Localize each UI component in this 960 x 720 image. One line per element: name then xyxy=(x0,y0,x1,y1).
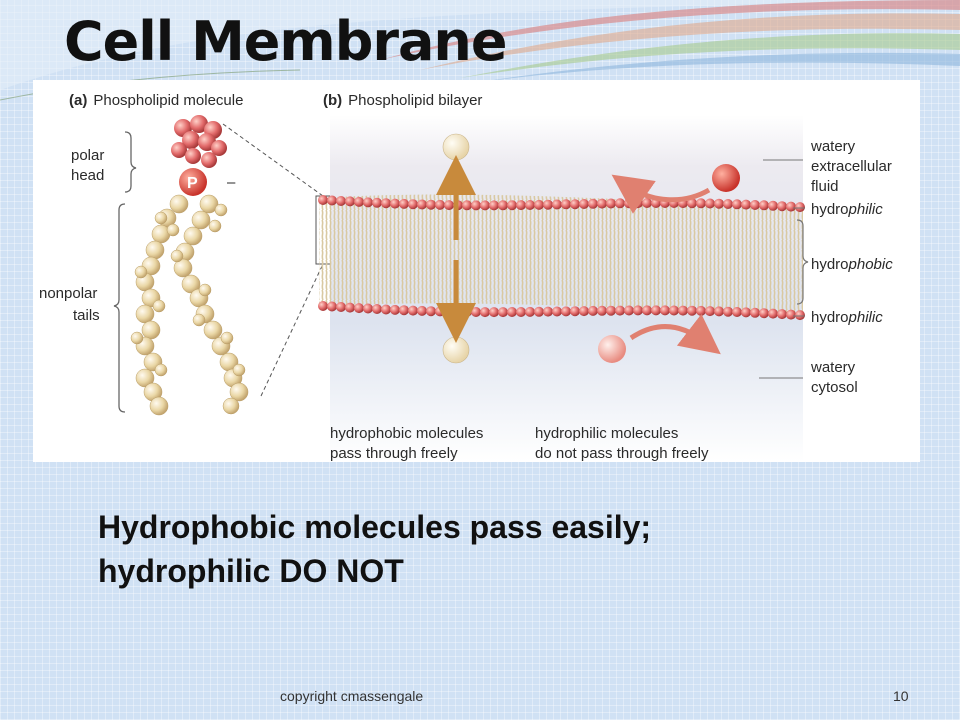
svg-text:P: P xyxy=(187,175,198,192)
svg-text:hydrophilic molecules: hydrophilic molecules xyxy=(535,425,678,442)
hydrophilic-molecule-bottom xyxy=(598,335,626,363)
svg-text:hydrophilic: hydrophilic xyxy=(811,309,883,326)
panel-a-heading: (a)Phospholipid molecule xyxy=(69,92,243,109)
phospholipid-figure: (a)Phospholipid molecule (b)Phospholipid… xyxy=(33,80,920,462)
svg-text:nonpolar: nonpolar xyxy=(39,285,97,302)
caption-hydrophilic: hydrophilic molecules do not pass throug… xyxy=(535,425,709,462)
phospholipid-head-cluster xyxy=(171,115,227,168)
phosphate-group: P xyxy=(179,168,207,196)
negative-charge: – xyxy=(227,174,236,191)
phospholipid-bilayer xyxy=(318,194,805,321)
polar-head-bracket xyxy=(124,131,137,193)
svg-text:tails: tails xyxy=(73,307,100,324)
phospholipid-tail-chains xyxy=(130,194,249,416)
hydrophobic-molecule-bottom xyxy=(442,336,470,364)
zoom-lines xyxy=(222,123,324,397)
slide-title: Cell Membrane xyxy=(64,10,507,73)
svg-text:hydrophobic: hydrophobic xyxy=(811,256,893,273)
label-cytosol: watery cytosol xyxy=(759,359,858,396)
svg-text:cytosol: cytosol xyxy=(811,379,858,396)
slide-body-text: Hydrophobic molecules pass easily; hydro… xyxy=(98,505,898,593)
svg-text:do not pass through freely: do not pass through freely xyxy=(535,445,709,462)
polar-head-label: polar head xyxy=(71,147,104,184)
svg-text:watery: watery xyxy=(810,138,856,155)
svg-text:polar: polar xyxy=(71,147,104,164)
caption-hydrophobic: hydrophobic molecules pass through freel… xyxy=(330,425,483,462)
nonpolar-tails-label: nonpolar tails xyxy=(39,285,100,324)
svg-text:head: head xyxy=(71,167,104,184)
hydrophobic-molecule-top xyxy=(442,133,470,161)
svg-text:extracellular: extracellular xyxy=(811,158,892,175)
body-line-2: hydrophilic DO NOT xyxy=(98,553,404,589)
svg-text:hydrophilic: hydrophilic xyxy=(811,201,883,218)
slide-number: 10 xyxy=(893,688,909,704)
hydrophilic-molecule-top xyxy=(712,164,740,192)
nonpolar-tails-bracket xyxy=(113,203,126,413)
label-hydrophobic: hydrophobic xyxy=(796,219,893,305)
footer-copyright: copyright cmassengale xyxy=(280,688,424,704)
svg-text:watery: watery xyxy=(810,359,856,376)
arrow-blocked-bottom xyxy=(629,313,721,355)
arrow-blocked-top xyxy=(611,174,711,214)
svg-text:pass through freely: pass through freely xyxy=(330,445,458,462)
label-hydrophilic-top: hydrophilic xyxy=(793,201,883,218)
figure-svg: (a)Phospholipid molecule (b)Phospholipid… xyxy=(39,92,893,462)
label-hydrophilic-bottom: hydrophilic xyxy=(793,309,883,326)
svg-text:hydrophobic molecules: hydrophobic molecules xyxy=(330,425,483,442)
label-extracellular: watery extracellular fluid xyxy=(763,138,892,195)
body-line-1: Hydrophobic molecules pass easily; xyxy=(98,509,652,545)
panel-b-heading: (b)Phospholipid bilayer xyxy=(323,92,482,109)
svg-text:fluid: fluid xyxy=(811,178,839,195)
